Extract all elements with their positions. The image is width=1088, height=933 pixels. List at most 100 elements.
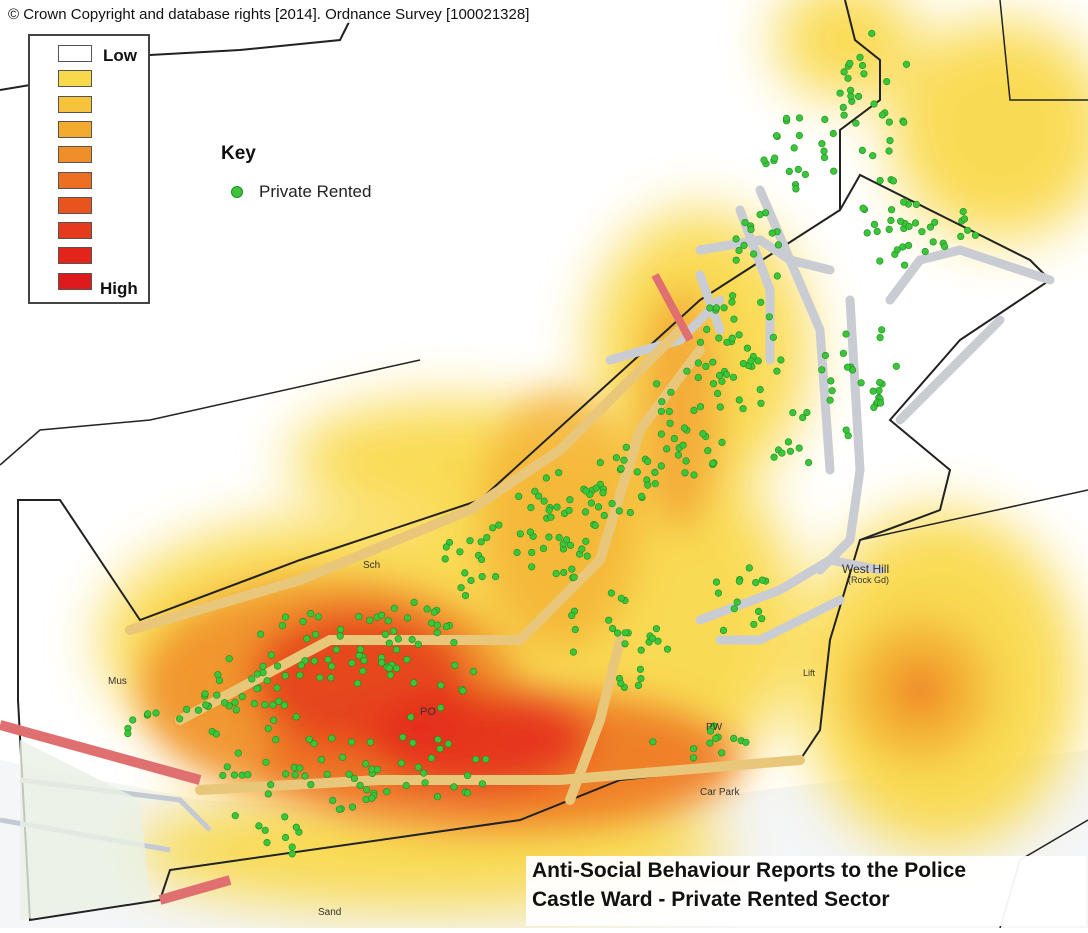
- private-rented-point: [451, 661, 459, 670]
- private-rented-point: [555, 533, 563, 542]
- private-rented-point: [830, 167, 838, 175]
- legend-swatch-9: [58, 247, 92, 265]
- private-rented-point: [902, 60, 911, 68]
- private-rented-point: [722, 370, 731, 379]
- private-rented-point: [421, 779, 429, 787]
- private-rented-point: [613, 629, 622, 637]
- private-rented-point: [696, 403, 705, 411]
- private-rented-point: [261, 826, 269, 834]
- private-rented-point: [274, 662, 282, 670]
- private-rented-point: [562, 536, 571, 544]
- private-rented-point: [223, 763, 231, 771]
- private-rented-point: [792, 185, 800, 193]
- private-rented-point: [582, 537, 590, 545]
- private-rented-point: [231, 812, 239, 820]
- private-rented-point: [658, 398, 666, 406]
- private-rented-point: [735, 246, 743, 255]
- private-rented-point: [238, 692, 246, 701]
- private-rented-point: [605, 616, 613, 624]
- private-rented-point: [399, 733, 407, 741]
- private-rented-point: [457, 584, 465, 592]
- private-rented-point: [414, 763, 422, 771]
- private-rented-point: [234, 749, 242, 757]
- private-rented-points: [124, 29, 980, 858]
- private-rented-point: [715, 334, 723, 342]
- private-rented-point: [478, 572, 486, 581]
- private-rented-point: [296, 764, 304, 772]
- private-rented-point: [324, 655, 332, 664]
- private-rented-marker-icon: [231, 186, 243, 198]
- private-rented-point: [774, 241, 783, 249]
- private-rented-point: [712, 578, 721, 586]
- private-rented-point: [433, 628, 441, 637]
- private-rented-point: [963, 226, 972, 234]
- map-label-west-hill: West Hill: [842, 562, 889, 576]
- private-rented-point: [926, 223, 935, 231]
- private-rented-point: [773, 367, 781, 375]
- private-rented-point: [854, 92, 863, 100]
- private-rented-point: [758, 615, 766, 623]
- private-rented-point: [680, 424, 689, 432]
- private-rented-point: [681, 469, 689, 477]
- private-rented-point: [282, 613, 290, 621]
- map-label-car-park: Car Park: [700, 787, 740, 798]
- private-rented-point: [757, 399, 765, 407]
- private-rented-point: [921, 247, 929, 256]
- private-rented-point: [821, 115, 829, 123]
- private-rented-point: [212, 730, 220, 738]
- private-rented-point: [750, 620, 758, 628]
- private-rented-point: [900, 118, 908, 126]
- private-rented-point: [622, 443, 630, 451]
- private-rented-point: [739, 405, 747, 413]
- private-rented-point: [183, 705, 191, 714]
- private-rented-point: [527, 504, 535, 512]
- private-rented-point: [281, 672, 289, 680]
- private-rented-point: [307, 609, 315, 618]
- private-rented-point: [818, 140, 826, 148]
- copyright-notice: © Crown Copyright and database rights [2…: [6, 6, 532, 23]
- private-rented-point: [709, 358, 717, 366]
- private-rented-point: [929, 238, 937, 246]
- private-rented-point: [534, 492, 543, 500]
- private-rented-point: [634, 681, 643, 690]
- private-rented-point: [784, 438, 793, 446]
- private-rented-point: [704, 447, 712, 455]
- private-rented-point: [665, 407, 674, 416]
- private-rented-point: [423, 605, 431, 613]
- legend-swatch-10: [58, 272, 92, 290]
- private-rented-point: [617, 679, 625, 688]
- map-label-sch: Sch: [363, 560, 380, 571]
- map-label-pw: PW: [706, 722, 723, 733]
- private-rented-point: [670, 435, 679, 443]
- legend-swatch-5: [58, 146, 92, 164]
- private-rented-point: [730, 315, 738, 323]
- private-rented-point: [667, 388, 675, 396]
- private-rented-point: [464, 771, 472, 780]
- private-rented-point: [420, 769, 428, 777]
- map-title: Anti-Social Behaviour Reports to the Pol…: [532, 859, 967, 882]
- legend-swatch-3: [58, 95, 92, 113]
- private-rented-point: [461, 591, 470, 600]
- private-rented-point: [769, 333, 778, 341]
- private-rented-point: [712, 734, 720, 743]
- private-rented-point: [282, 770, 290, 778]
- private-rented-point: [565, 506, 573, 515]
- private-rented-point: [267, 781, 275, 789]
- private-rented-point: [652, 380, 661, 388]
- private-rented-point: [626, 508, 634, 517]
- private-rented-point: [378, 611, 386, 619]
- map-label-lift: Lift: [803, 668, 816, 678]
- private-rented-point: [291, 771, 299, 779]
- private-rented-point: [826, 396, 834, 404]
- private-rented-point: [870, 100, 878, 108]
- private-rented-point: [442, 622, 451, 631]
- private-rented-point: [569, 648, 578, 656]
- private-rented-point: [637, 492, 646, 500]
- private-rented-point: [821, 351, 830, 360]
- private-rented-point: [740, 241, 748, 249]
- private-rented-point: [273, 684, 281, 692]
- private-rented-point: [323, 770, 331, 779]
- private-rented-point: [885, 118, 893, 126]
- private-rented-point: [348, 738, 356, 746]
